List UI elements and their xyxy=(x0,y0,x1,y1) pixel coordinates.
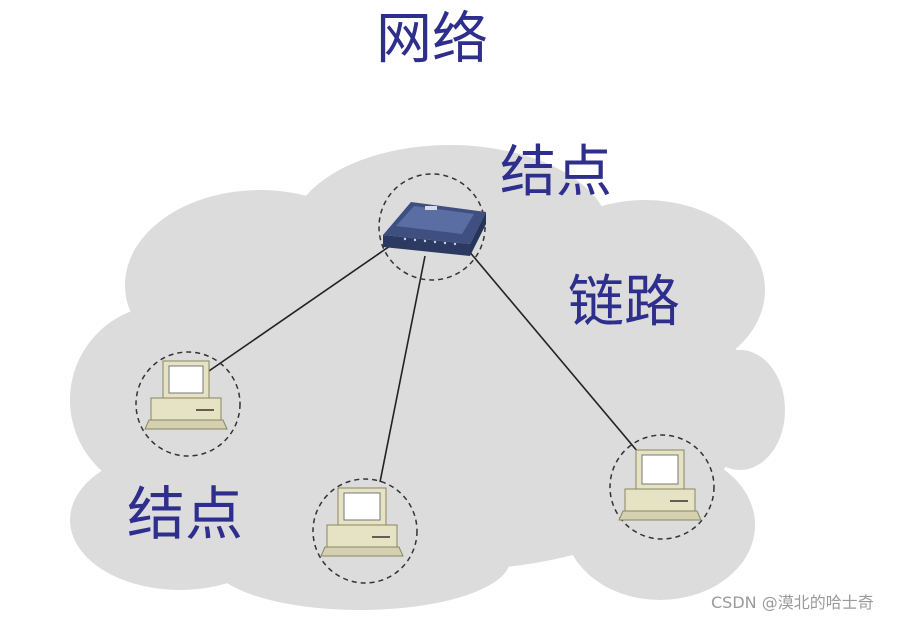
computer-icon xyxy=(618,449,702,521)
computer-icon xyxy=(320,487,404,557)
node-ring-right xyxy=(609,434,715,540)
switch-icon xyxy=(383,202,486,256)
link-label: 链路 xyxy=(568,270,680,335)
link-line-right xyxy=(467,249,639,453)
network-cloud xyxy=(70,145,785,610)
switch-node xyxy=(378,173,486,281)
links xyxy=(205,245,639,483)
computer-icon xyxy=(144,360,228,430)
node-ring-switch xyxy=(378,173,486,281)
watermark: CSDN @漠北的哈士奇 xyxy=(711,593,874,612)
link-line-center xyxy=(379,255,426,483)
node-label-bottom: 结点 xyxy=(127,480,244,548)
diagram-title: 网络 xyxy=(376,7,488,72)
link-line-left xyxy=(205,245,391,374)
node-ring-left xyxy=(135,351,241,457)
computer-node-left xyxy=(135,351,241,457)
node-label-top: 结点 xyxy=(500,140,612,205)
node-ring-center xyxy=(312,478,418,584)
computer-node-right xyxy=(609,434,715,540)
computer-node-center xyxy=(312,478,418,584)
